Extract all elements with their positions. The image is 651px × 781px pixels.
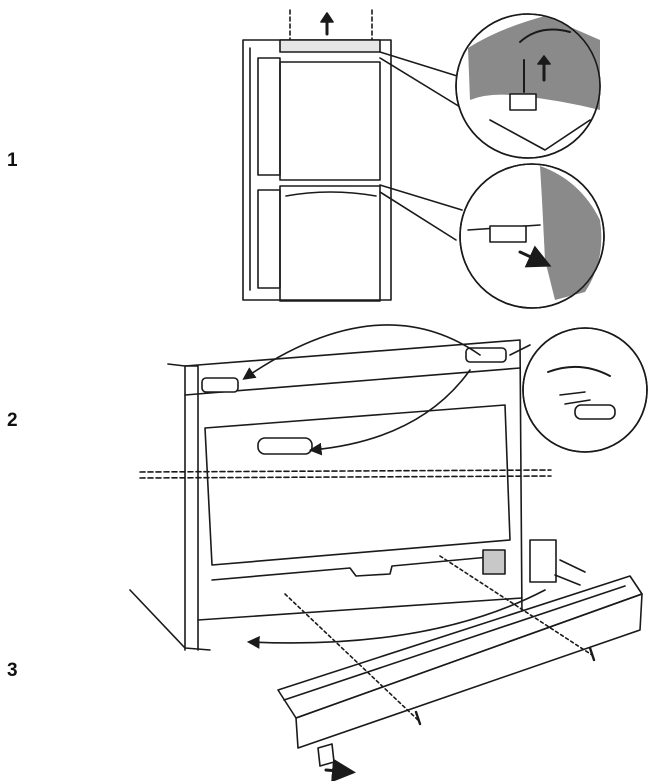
dashed-break-line-b — [139, 475, 552, 479]
door-left-edge — [167, 363, 186, 651]
door-bottom-lip — [211, 555, 501, 581]
callout-up-arrow-head — [537, 55, 551, 65]
mid-callout-arrow-icon — [518, 245, 552, 268]
door-frame — [184, 365, 199, 651]
hinge-plate — [482, 549, 506, 575]
dashed-break-line-a — [139, 469, 552, 473]
callout-leader-door — [509, 344, 531, 356]
step-3-kickplate — [277, 555, 643, 781]
hinge-screws — [554, 559, 586, 586]
door-top-edge — [184, 339, 523, 621]
mid-callout-shading — [540, 166, 602, 300]
lower-door-inner — [257, 189, 281, 289]
magnifier-callout-top — [455, 13, 601, 159]
alignment-line-a — [284, 593, 419, 721]
magnifier-callout-middle — [459, 163, 605, 309]
callout-leader-top-a — [379, 51, 471, 81]
door-top-strip — [184, 367, 521, 396]
alignment-line-b — [439, 555, 593, 656]
up-arrow-head — [320, 12, 334, 23]
step-1-fridge — [242, 9, 471, 302]
top-callout-edge — [489, 119, 591, 151]
top-hinge-plate — [279, 39, 381, 53]
clip-arrow-icon — [324, 758, 356, 781]
door-inner-panel — [204, 404, 511, 566]
curved-arrow-icon-bottom — [246, 589, 546, 649]
door-callout-handle — [574, 404, 616, 420]
door-callout-screws — [559, 391, 591, 405]
top-callout-cover — [519, 28, 571, 43]
step-3-label: 3 — [7, 660, 18, 681]
lower-door — [279, 185, 381, 302]
step-1-label: 1 — [7, 150, 18, 171]
callout-leader-top-b — [379, 57, 466, 111]
kickplate-clip — [317, 743, 335, 767]
kickplate-top-face — [277, 575, 643, 719]
magnifier-callout-door — [522, 327, 648, 453]
callout-leader-mid-b — [379, 191, 457, 241]
lower-door-handle — [285, 191, 377, 197]
top-callout-shading — [468, 16, 600, 110]
handle-slot — [257, 437, 313, 455]
callout-leader-mid-a — [379, 184, 463, 211]
top-hinge — [509, 93, 537, 111]
door-callout-bracket — [547, 365, 611, 377]
door-floor-line — [129, 589, 211, 651]
step-2-door — [129, 324, 586, 651]
handle-left — [201, 377, 239, 393]
curved-arrow-icon-slot — [308, 369, 471, 456]
cabinet-body — [242, 39, 392, 301]
mid-hinge — [489, 225, 527, 243]
upper-door — [279, 61, 381, 181]
curved-arrow-icon-top — [242, 324, 481, 380]
hinge-icon — [529, 539, 557, 583]
kickplate-screw-a — [414, 710, 422, 726]
kickplate-screw-b — [588, 646, 596, 662]
door-bottom-edge — [197, 597, 523, 621]
kickplate-ridge — [283, 585, 626, 701]
kickplate-front-face — [295, 593, 643, 749]
step-2-label: 2 — [7, 410, 18, 431]
upper-door-inner — [257, 57, 281, 176]
